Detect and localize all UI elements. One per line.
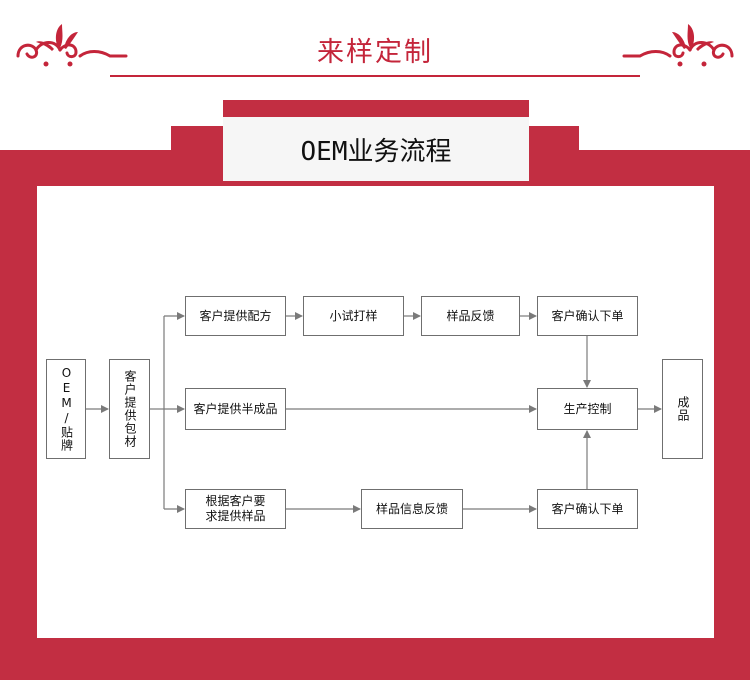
node-production: 生产控制 <box>537 388 638 430</box>
ornament-left-icon <box>16 24 128 67</box>
node-production-label: 生产控制 <box>563 401 612 416</box>
node-formula-label: 客户提供配方 <box>199 308 272 323</box>
node-formula: 客户提供配方 <box>185 296 286 336</box>
node-trial-label: 小试打样 <box>329 308 378 323</box>
node-custom-sample: 根据客户要求提供样品 <box>185 489 286 529</box>
node-sample-feedback-label: 样品反馈 <box>446 308 495 323</box>
node-custom-sample-label: 根据客户要求提供样品 <box>205 494 266 523</box>
page-title: 来样定制 <box>317 37 433 68</box>
node-confirm-order-top-label: 客户确认下单 <box>551 308 624 323</box>
node-sample-info-feedback-label: 样品信息反馈 <box>375 501 448 516</box>
node-trial: 小试打样 <box>303 296 404 336</box>
node-finished-label: 成品 <box>676 396 690 422</box>
node-finished: 成品 <box>662 359 703 459</box>
node-sample-feedback: 样品反馈 <box>421 296 520 336</box>
node-confirm-order-bottom: 客户确认下单 <box>537 489 638 529</box>
ornament-right-icon <box>622 24 734 67</box>
node-packaging-label: 客户提供包材 <box>123 370 137 448</box>
node-semi-finished: 客户提供半成品 <box>185 388 286 430</box>
section-title: OEM业务流程 <box>223 117 529 181</box>
node-oem: OEM/贴牌 <box>46 359 86 459</box>
node-confirm-order-bottom-label: 客户确认下单 <box>551 501 624 516</box>
node-packaging: 客户提供包材 <box>109 359 150 459</box>
header-divider <box>110 75 640 77</box>
node-confirm-order-top: 客户确认下单 <box>537 296 638 336</box>
node-sample-info-feedback: 样品信息反馈 <box>361 489 463 529</box>
node-semi-finished-label: 客户提供半成品 <box>193 401 278 416</box>
node-oem-label: OEM/贴牌 <box>59 366 74 452</box>
